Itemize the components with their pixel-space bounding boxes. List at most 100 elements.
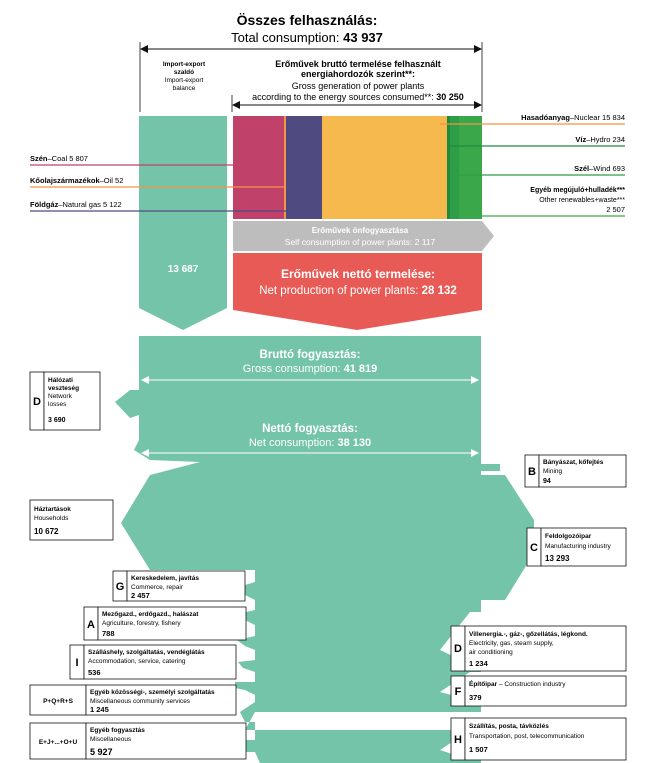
electricity-en2: air conditioning <box>469 649 513 656</box>
nuclear-bar <box>322 116 447 219</box>
manufacturing-value: 13 293 <box>545 554 570 563</box>
community-en: Miscellaneous community services <box>90 698 191 705</box>
network-losses-value: 3 690 <box>48 417 66 424</box>
gross-gen-hu2: energiahordozók szerint**: <box>301 69 415 79</box>
network-losses-hu1: Hálózati <box>48 377 73 384</box>
self-consumption-hu: Erőművek önfogyasztása <box>312 226 409 235</box>
households-en: Households <box>34 515 69 522</box>
transport-en: Transportation, post, telecommunication <box>469 733 585 740</box>
misc-value: 5 927 <box>90 747 113 757</box>
construction-code: F <box>455 686 462 698</box>
households-value: 10 672 <box>34 527 59 536</box>
oil-bar <box>284 116 286 219</box>
import-flow-shape <box>139 116 227 330</box>
renewables-label-val: 2 507 <box>606 205 625 214</box>
hydro-label: Víz–Hydro 234 <box>575 135 625 144</box>
commerce-hu: Kereskedelem, javítás <box>131 575 199 582</box>
mining-code: B <box>528 466 536 478</box>
accommodation-en: Accommodation, service, catering <box>88 658 186 665</box>
total-title-en: Total consumption: 43 937 <box>231 30 383 45</box>
self-consumption-arrow <box>233 221 494 251</box>
manufacturing-box <box>540 527 627 567</box>
electricity-value: 1 234 <box>469 659 489 668</box>
manufacturing-hu: Feldolgozóipar <box>545 533 592 540</box>
net-production-shape <box>233 253 482 330</box>
oil-label: Kőolajszármazékok–Oil 52 <box>30 176 123 185</box>
wind-bar <box>450 116 459 219</box>
renewables-bar <box>459 116 482 219</box>
gross-gen-hu1: Erőművek bruttó termelése felhasznált <box>275 59 441 69</box>
coal-bar <box>233 116 284 219</box>
import-label-en2: balance <box>173 85 196 92</box>
community-code-box <box>29 684 87 716</box>
misc-code-box <box>29 722 87 760</box>
transport-value: 1 507 <box>469 745 488 754</box>
mining-en: Mining <box>543 468 563 475</box>
electricity-en1: Electricity, gas, steam supply, <box>469 640 554 647</box>
commerce-value: 2 457 <box>131 591 150 600</box>
nuclear-label: Hasadóanyag–Nuclear 15 834 <box>521 113 625 122</box>
agriculture-hu: Mezőgazd., erdőgazd., halászat <box>102 611 199 618</box>
gas-label: Földgáz–Natural gas 5 122 <box>30 200 122 209</box>
coal-label: Szén–Coal 5 807 <box>30 154 88 163</box>
network-losses-en2: losses <box>48 401 67 408</box>
electricity-box <box>464 625 627 672</box>
accommodation-hu: Szálláshely, szolgáltatás, vendéglátás <box>88 649 205 656</box>
misc-hu: Egyéb fogyasztás <box>90 727 145 734</box>
hydro-bar <box>447 116 450 219</box>
net-consumption-en: Net consumption: 38 130 <box>249 437 371 449</box>
consumption-flow-shape <box>115 336 534 763</box>
net-production-en: Net production of power plants: 28 132 <box>259 285 457 297</box>
commerce-code: G <box>116 581 125 593</box>
network-losses-en1: Network <box>48 393 73 400</box>
import-label-en1: Import-export <box>165 77 204 84</box>
electricity-hu: Villenergia.-, gáz-, gőzellátás, légkond… <box>469 631 588 638</box>
construction-value: 379 <box>469 693 482 702</box>
net-consumption-hu: Nettó fogyasztás: <box>262 423 358 435</box>
misc-code: E+J+...+O+U <box>39 739 78 746</box>
community-box <box>85 684 237 716</box>
agriculture-value: 788 <box>102 629 115 638</box>
manufacturing-code: C <box>530 542 538 554</box>
accommodation-code: I <box>75 657 78 669</box>
net-production-hu: Erőművek nettó termelése: <box>281 267 435 281</box>
manufacturing-en: Manufacturing industry <box>545 543 612 550</box>
import-value: 13 687 <box>168 264 199 275</box>
electricity-code: D <box>454 643 462 655</box>
misc-en: Miscellaneous <box>90 736 132 743</box>
households-box <box>29 499 114 541</box>
gross-consumption-en: Gross consumption: 41 819 <box>243 363 378 375</box>
community-value: 1 245 <box>90 705 109 714</box>
gas-bar <box>286 116 322 219</box>
network-losses-text-box <box>43 371 101 431</box>
construction-box <box>464 675 627 707</box>
gross-gen-en2: according to the energy sources consumed… <box>252 92 464 102</box>
transport-box <box>464 717 627 761</box>
transport-hu: Szállítás, posta, távközlés <box>469 723 549 730</box>
network-losses-hu2: veszteség <box>48 385 79 392</box>
mining-hu: Bányászat, kőfejtés <box>543 459 604 466</box>
self-consumption-en: Self consumption of power plants: 2 117 <box>285 237 436 247</box>
commerce-box <box>126 570 246 602</box>
total-title-hu: Összes felhasználás: <box>237 12 378 28</box>
agriculture-en: Agriculture, forestry, fishery <box>102 620 181 627</box>
misc-box <box>85 722 247 760</box>
renewables-label-hu: Egyéb megújuló+hulladék*** <box>530 187 625 194</box>
network-losses-code: D <box>33 396 41 408</box>
import-label-hu1: Import-export <box>163 61 206 68</box>
gross-consumption-hu: Bruttó fogyasztás: <box>260 349 361 361</box>
agriculture-box <box>97 606 247 641</box>
community-hu: Egyéb közösségi-, személyi szolgáltatás <box>90 689 215 696</box>
mining-box <box>538 454 627 488</box>
wind-label: Szél–Wind 693 <box>574 164 625 173</box>
transport-code: H <box>454 734 462 746</box>
import-label-hu2: szaldó <box>174 69 194 76</box>
agriculture-code: A <box>87 619 95 631</box>
gross-gen-en1: Gross generation of power plants <box>292 81 425 91</box>
accommodation-value: 536 <box>88 668 101 677</box>
construction-label: Építőipar – Construction industry <box>469 679 566 688</box>
community-code: P+Q+R+S <box>43 698 73 705</box>
accommodation-box <box>83 644 237 680</box>
renewables-label-en: Other renewables+waste*** <box>539 197 625 204</box>
